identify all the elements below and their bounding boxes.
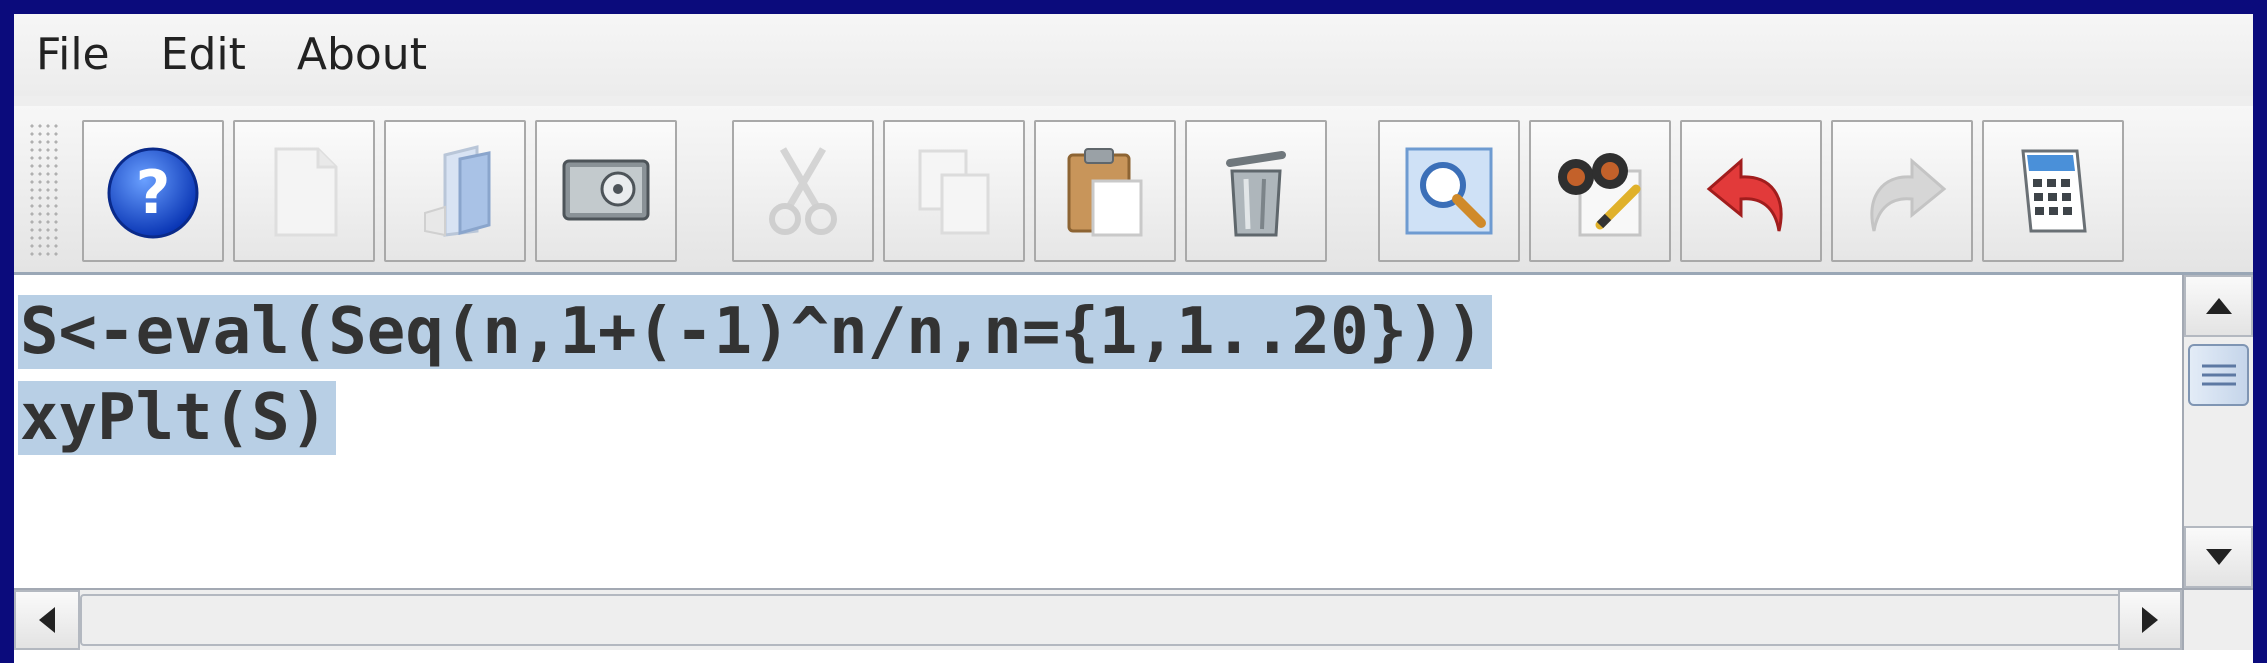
svg-text:?: ? [136,158,171,228]
code-line: xyPlt(S) [18,375,1492,461]
selected-code-line-1: S<-eval(Seq(n,1+(-1)^n/n,n={1,1..20})) [18,295,1493,369]
new-file-button[interactable] [233,120,375,262]
arrow-left-icon [39,607,55,633]
toolbar: ? [14,106,2253,272]
undo-arrow-icon [1706,157,1783,232]
open-folder-button[interactable] [384,120,526,262]
horizontal-scrollbar[interactable] [14,588,2182,650]
copy-icon [918,149,990,235]
vertical-scrollbar[interactable] [2182,275,2253,588]
code-text-area[interactable]: S<-eval(Seq(n,1+(-1)^n/n,n={1,1..20})) x… [18,289,1493,461]
horizontal-scroll-track[interactable] [80,594,2126,646]
scrollbar-corner [2182,588,2253,650]
delete-button[interactable] [1185,120,1327,262]
paste-button[interactable] [1034,120,1176,262]
paste-clipboard-icon [1067,148,1143,237]
menu-edit[interactable]: Edit [160,29,246,80]
save-disk-icon [562,159,650,221]
vertical-scroll-thumb[interactable] [2188,344,2249,406]
arrow-down-icon [2205,549,2232,565]
calculator-icon [2021,149,2087,233]
redo-arrow-icon [1870,157,1947,232]
arrow-right-icon [2142,607,2158,633]
menu-about[interactable]: About [296,29,427,80]
code-line: S<-eval(Seq(n,1+(-1)^n/n,n={1,1..20})) [18,289,1493,375]
find-replace-binoculars-icon [1558,153,1642,237]
undo-button[interactable] [1680,120,1822,262]
arrow-up-icon [2205,298,2232,314]
scroll-up-button[interactable] [2184,275,2253,337]
menu-bar: File Edit About [14,14,2253,96]
trash-icon [1226,151,1286,237]
code-editor[interactable]: S<-eval(Seq(n,1+(-1)^n/n,n={1,1..20})) x… [14,272,2253,663]
cut-button[interactable] [732,120,874,262]
find-button[interactable] [1378,120,1520,262]
redo-button[interactable] [1831,120,1973,262]
save-button[interactable] [535,120,677,262]
toolbar-grip-handle[interactable] [28,122,58,260]
scroll-left-button[interactable] [14,590,80,650]
open-folder-icon [424,145,491,237]
help-icon: ? [107,147,199,239]
copy-button[interactable] [883,120,1025,262]
help-button[interactable]: ? [82,120,224,262]
scroll-down-button[interactable] [2184,526,2253,588]
scroll-right-button[interactable] [2118,590,2182,650]
find-magnifier-icon [1405,147,1493,235]
calculator-button[interactable] [1982,120,2124,262]
grip-lines-icon [2201,364,2236,386]
find-replace-button[interactable] [1529,120,1671,262]
new-file-icon [274,147,338,237]
cut-scissors-icon [769,147,837,235]
selected-code-line-2: xyPlt(S) [18,381,337,455]
menu-file[interactable]: File [36,29,110,80]
